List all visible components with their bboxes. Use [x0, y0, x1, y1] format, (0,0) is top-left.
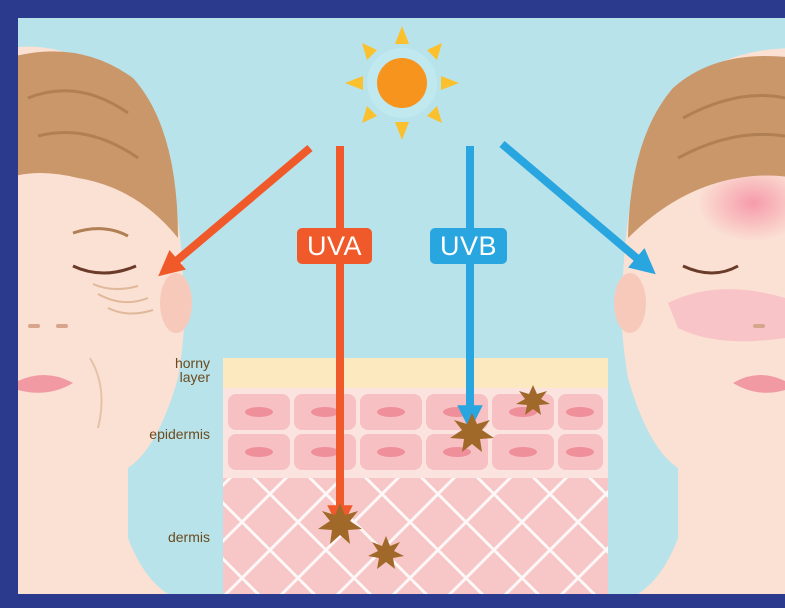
skin-cross-section	[223, 358, 608, 594]
right-face	[614, 48, 785, 594]
illustration-canvas: UVA UVB horny layer epidermis dermis	[18, 18, 785, 594]
dermis-label: dermis	[110, 530, 210, 544]
uva-label: UVA	[297, 228, 372, 264]
dermis-layer	[223, 478, 608, 594]
horny-layer-label: horny layer	[110, 356, 210, 384]
uvb-label: UVB	[430, 228, 507, 264]
uvb-ray-right	[502, 144, 646, 266]
sun-icon	[345, 26, 459, 140]
epidermis-label: epidermis	[110, 427, 210, 441]
horny-layer	[223, 358, 608, 388]
uva-ray-left	[168, 148, 310, 268]
left-face	[18, 47, 192, 594]
illustration-svg	[18, 18, 785, 594]
